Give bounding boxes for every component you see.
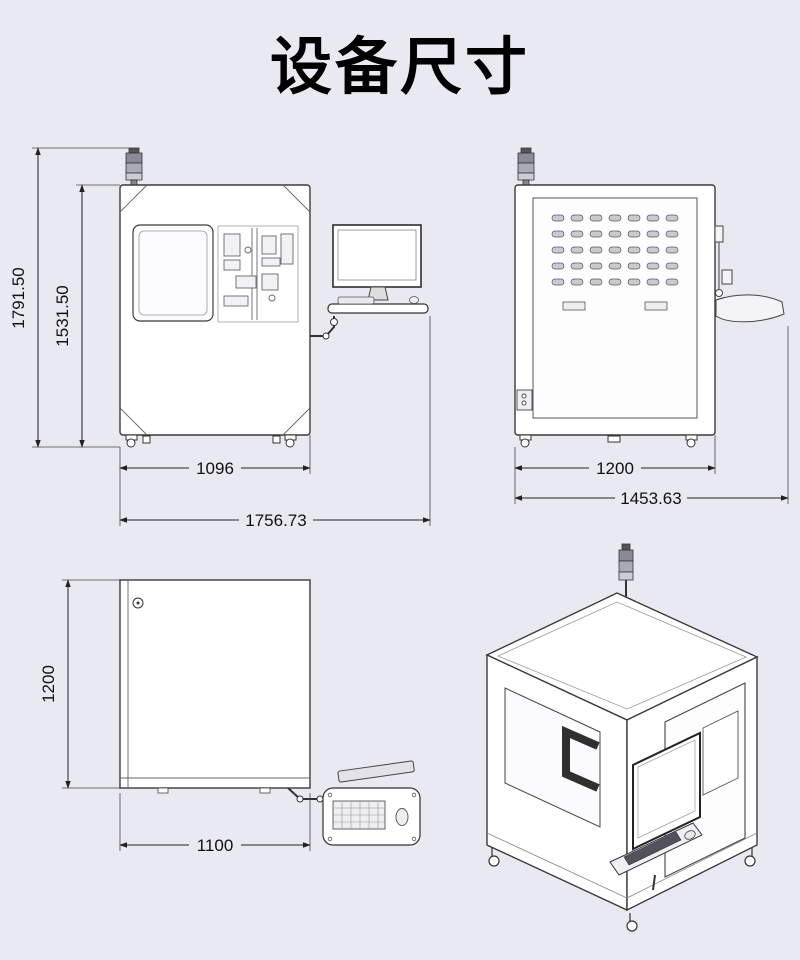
dim-label-overall-width: 1756.73 [245, 511, 306, 530]
arm-hinge [322, 332, 330, 340]
iso-machine [485, 543, 759, 932]
folded-monitor-arm [714, 225, 785, 323]
door-handle [562, 725, 600, 792]
dim-label-rear-cabinet-width: 1200 [596, 459, 634, 478]
rear-view-drawing: 1200 1453.63 [514, 147, 789, 508]
keyboard-tray [609, 822, 703, 891]
door-window [702, 710, 739, 796]
mouse [395, 808, 409, 826]
isometric-view-drawing [485, 543, 759, 932]
keyboard [332, 800, 386, 830]
signal-tower-icon [125, 147, 143, 186]
casters-rear [519, 434, 698, 448]
dim-label-rear-overall-width: 1453.63 [620, 489, 681, 508]
internal-mechanism [217, 225, 299, 323]
door-window [132, 224, 214, 322]
mouse [684, 830, 696, 840]
rear-handle [562, 301, 586, 311]
foot-tab [259, 787, 271, 794]
vent-slots [551, 214, 679, 286]
dim-label-top-width: 1100 [197, 836, 234, 855]
dim-label-cabinet-width: 1096 [196, 459, 234, 478]
top-face-seam [496, 601, 748, 710]
foot-tab [157, 787, 169, 794]
cabinet-top-outline [119, 579, 311, 789]
monitor-screen [337, 229, 417, 281]
monitor-assembly [310, 224, 429, 340]
dim-label-top-depth: 1200 [39, 665, 58, 703]
dim-overall-height: 1791.50 [9, 147, 129, 448]
monitor [332, 224, 422, 288]
top-machine [119, 579, 421, 846]
arm-hinge [330, 318, 338, 326]
base-seam [486, 832, 758, 899]
support-arm [310, 316, 335, 337]
mouse [409, 296, 419, 304]
keyboard [337, 296, 375, 305]
dim-top-width: 1100 [119, 793, 311, 855]
keyboard-tray [327, 303, 429, 314]
rear-machine [514, 147, 785, 448]
dim-top-depth: 1200 [39, 579, 120, 789]
monitor-top [337, 760, 415, 783]
panel-seam-lines [119, 184, 311, 436]
power-box [516, 389, 533, 411]
rear-handle [644, 301, 668, 311]
casters-iso [488, 848, 756, 932]
front-machine [119, 147, 429, 448]
hinge-pin [132, 597, 144, 609]
dim-rear-cabinet-width: 1200 [514, 435, 716, 478]
keyboard [623, 831, 682, 866]
support-arm [287, 787, 320, 800]
tray-arm [652, 874, 656, 891]
signal-tower-icon [517, 147, 535, 186]
dim-cabinet-height: 1531.50 [53, 184, 120, 448]
dim-cabinet-width: 1096 [119, 435, 311, 478]
dim-label-overall-height: 1791.50 [9, 267, 28, 328]
keyboard-tray-top [287, 760, 421, 846]
page-title: 设备尺寸 [269, 30, 530, 103]
top-view-drawing: 1200 1100 [39, 579, 421, 855]
monitor [632, 731, 701, 851]
front-view-drawing: 1791.50 1531.50 1096 1756.73 [9, 147, 431, 530]
signal-tower-icon [618, 543, 634, 597]
tray-screws [327, 792, 417, 842]
dim-overall-width: 1756.73 [119, 316, 431, 530]
left-window [504, 687, 601, 828]
dim-label-cabinet-height: 1531.50 [53, 285, 72, 346]
casters-front [125, 434, 297, 448]
dim-rear-overall-width: 1453.63 [514, 326, 789, 508]
